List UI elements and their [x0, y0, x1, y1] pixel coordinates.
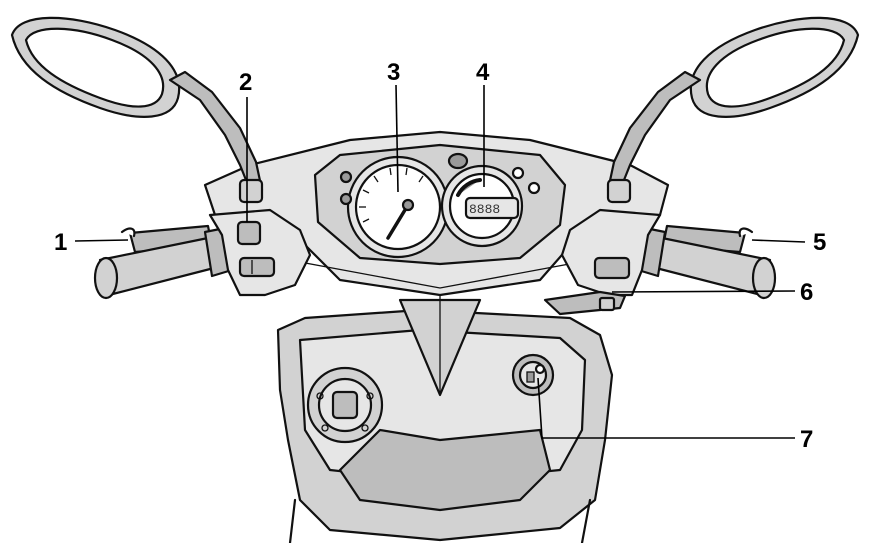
main-switch [511, 353, 555, 397]
instrument-cluster: 8888 [313, 143, 567, 266]
left-mirror [10, 16, 264, 204]
callout-3-label: 3 [387, 59, 400, 86]
indicator-lamp-icon [527, 181, 541, 195]
left-handlebar [93, 208, 312, 300]
left-switch-button [236, 220, 262, 246]
right-handlebar [543, 208, 777, 316]
fuel-lamp-icon [447, 152, 469, 170]
fuel-cap [306, 366, 384, 444]
right-mirror [606, 16, 860, 204]
callout-4-label: 4 [476, 59, 490, 86]
indicator-lamp-icon [339, 192, 353, 206]
multi-function-display: 8888 [440, 164, 524, 248]
turn-signal-switch [238, 256, 276, 278]
callout-leaders [74, 84, 806, 439]
indicator-lamp-icon [339, 170, 353, 184]
indicator-lamp-icon [511, 166, 525, 180]
callout-labels: 1 2 3 4 5 6 7 [54, 59, 826, 453]
speedometer [346, 155, 450, 259]
start-switch [593, 256, 631, 280]
lcd-digits: 8888 [469, 202, 500, 217]
callout-5-label: 5 [813, 229, 826, 256]
callout-2-label: 2 [239, 69, 252, 96]
callout-7-label: 7 [800, 426, 813, 453]
callout-1-label: 1 [54, 229, 67, 256]
callout-6-label: 6 [800, 279, 813, 306]
